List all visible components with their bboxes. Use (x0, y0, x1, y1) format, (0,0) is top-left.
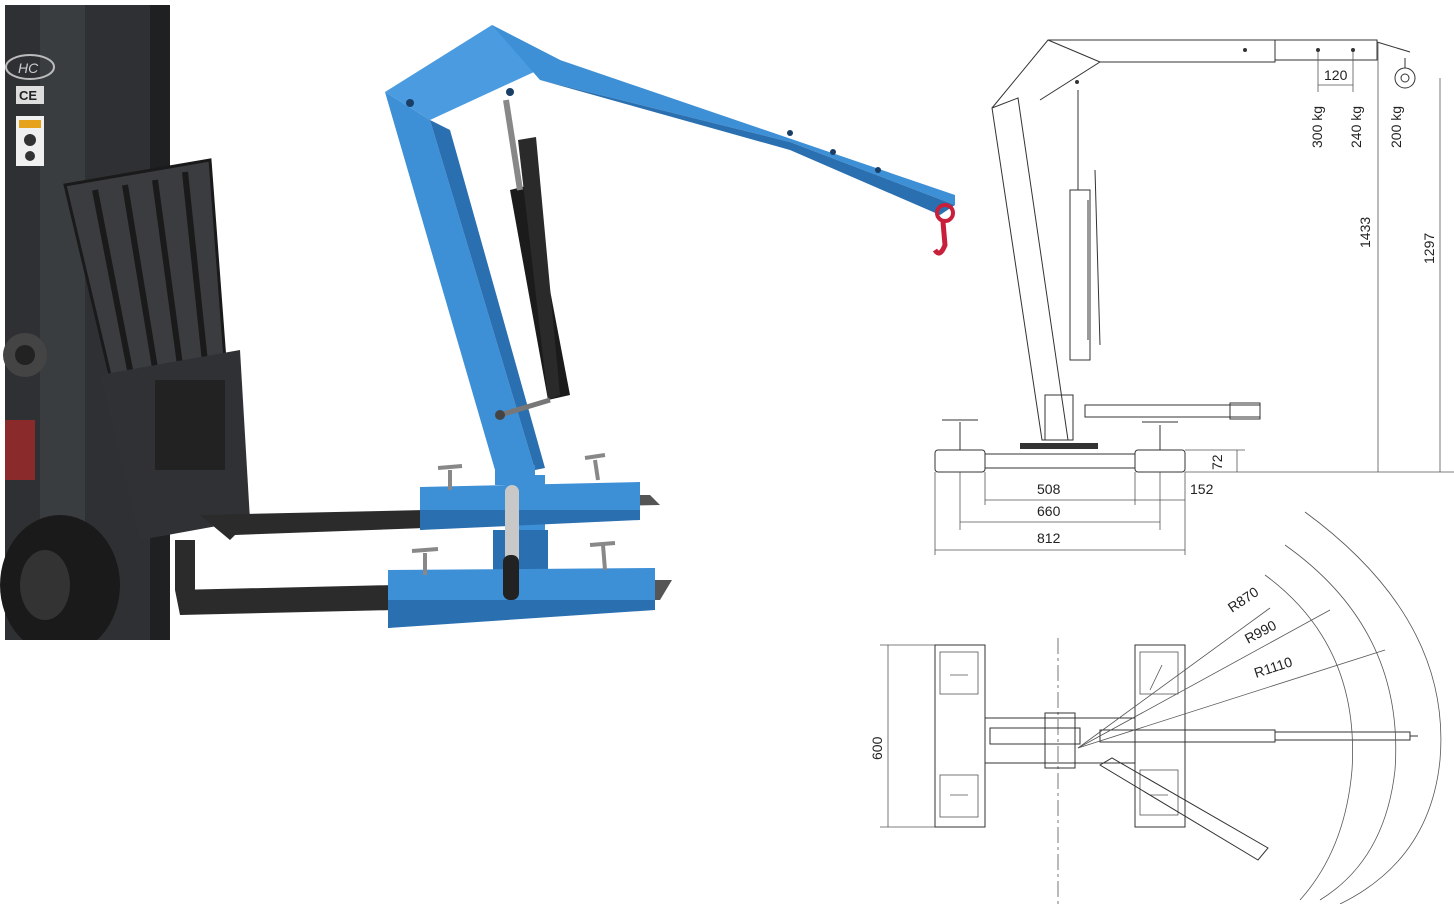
top-view-leg-right (1134, 644, 1186, 828)
side-view-leg-left (934, 449, 986, 473)
dim-base-height: 72 (1209, 454, 1225, 470)
dim-660: 660 (1037, 503, 1061, 519)
brand-logo (5, 54, 55, 80)
capacity-240: 240 kg (1348, 106, 1364, 148)
capacity-300: 300 kg (1309, 106, 1325, 148)
dim-top-width: 600 (869, 736, 885, 760)
dim-hole-spacing: 120 (1324, 67, 1348, 83)
crane-boom (385, 25, 955, 470)
fork-carriage (3, 158, 250, 540)
top-view-leg-left (934, 644, 986, 828)
capacity-200: 200 kg (1388, 106, 1404, 148)
hydraulic-ram (495, 99, 570, 420)
side-view: 120 300 kg 240 kg 200 kg 1433 1297 72 50… (934, 39, 1454, 555)
dim-152: 152 (1190, 481, 1214, 497)
crane-photo: HC CE (0, 5, 955, 640)
radius-870: R870 (1225, 583, 1262, 615)
side-view-leg-right (1134, 449, 1186, 473)
radius-1110: R1110 (1252, 653, 1294, 680)
top-view: 600 R870 R990 R1110 (869, 511, 1442, 904)
side-view-hook (1394, 58, 1416, 89)
brand-logo-text: HC (18, 60, 39, 76)
dim-508: 508 (1037, 481, 1061, 497)
dim-hook-height: 1297 (1421, 233, 1437, 264)
radius-990: R990 (1242, 617, 1279, 647)
ce-plate (16, 86, 44, 104)
crane-hook (932, 203, 955, 256)
dim-max-height: 1433 (1357, 217, 1373, 248)
crane-base (388, 453, 655, 628)
dim-812: 812 (1037, 530, 1061, 546)
ce-mark: CE (19, 88, 37, 103)
